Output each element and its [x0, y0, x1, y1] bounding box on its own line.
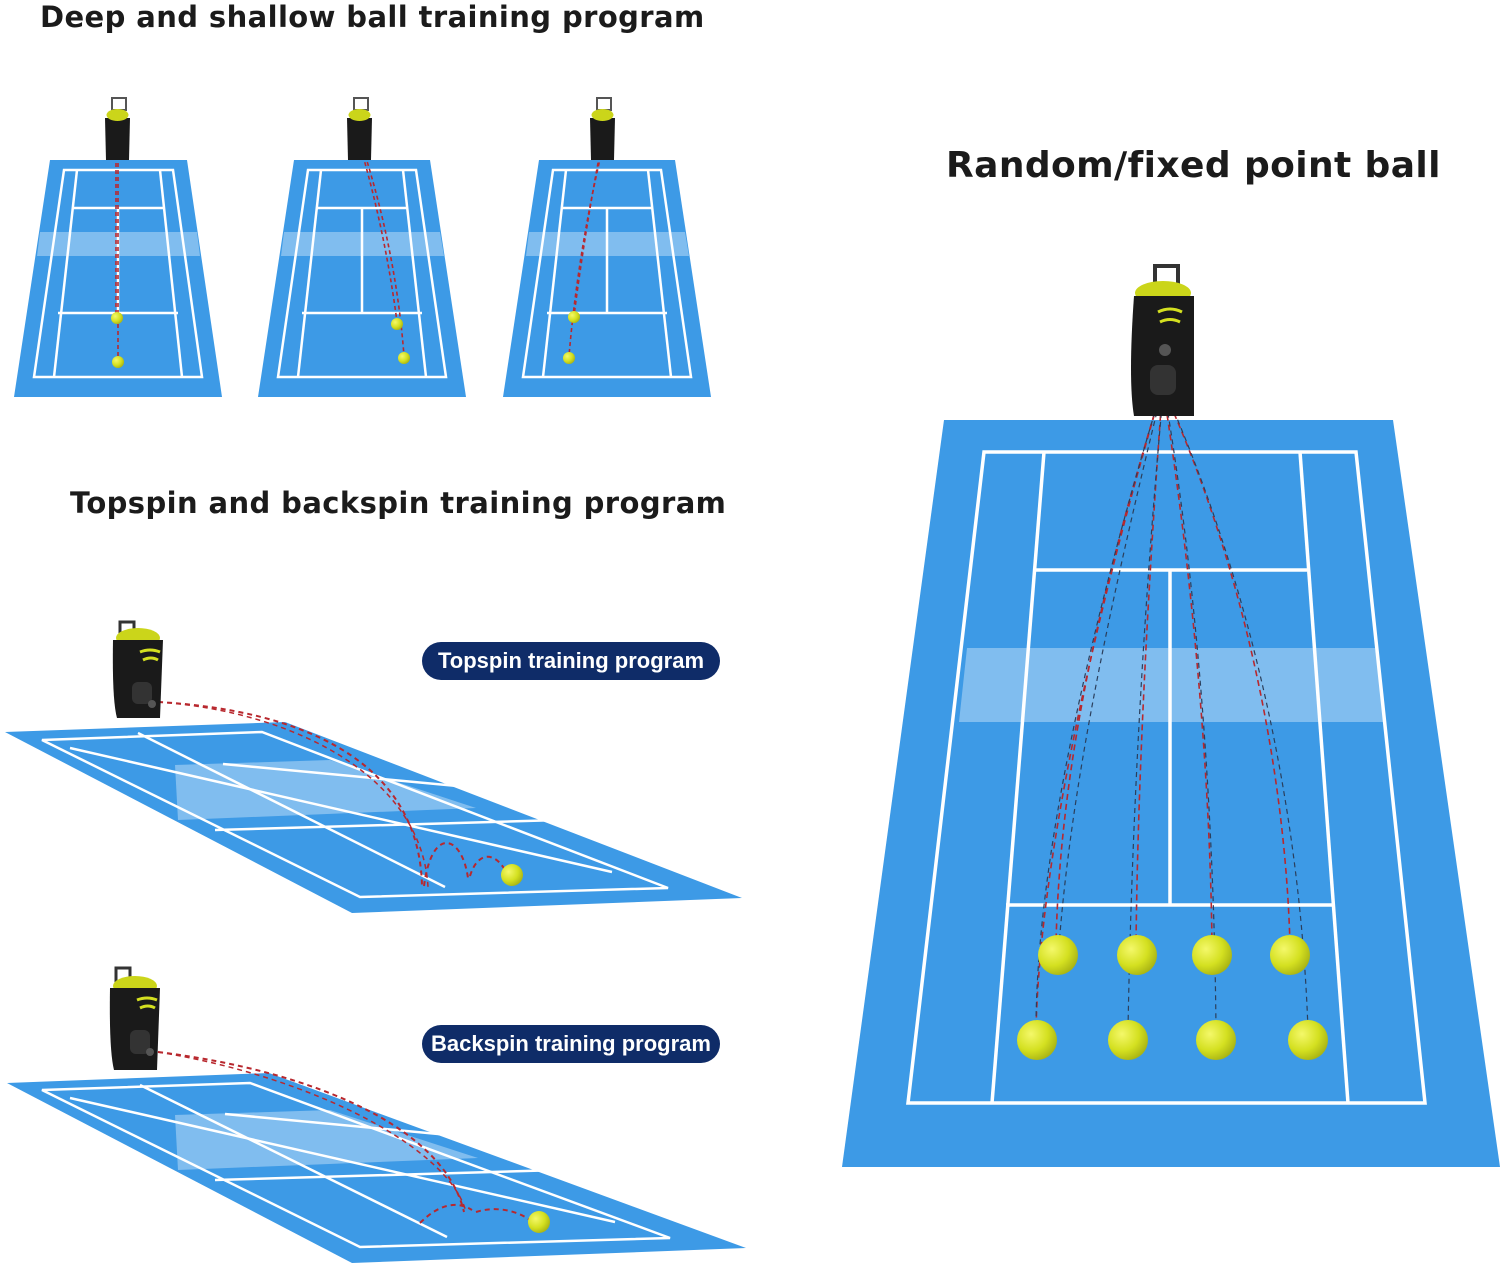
tennis-ball-icon: [398, 352, 410, 364]
tennis-ball-icon: [1196, 1020, 1236, 1060]
small-court-2: [258, 141, 466, 397]
tennis-ball-icon: [1108, 1020, 1148, 1060]
deep-shallow-title: Deep and shallow ball training program: [40, 0, 705, 34]
tennis-ball-icon: [568, 311, 580, 323]
random-court: [842, 394, 1500, 1167]
backspin-court: [7, 1051, 746, 1263]
tennis-ball-icon: [112, 356, 124, 368]
tennis-ball-icon: [1192, 935, 1232, 975]
backspin-label: Backspin training program: [422, 1025, 720, 1063]
ball-machine-icon: [109, 966, 160, 1070]
random-fixed-title: Random/fixed point ball: [946, 145, 1441, 186]
tennis-ball-icon: [1288, 1020, 1328, 1060]
small-court-1: [14, 142, 222, 397]
topspin-backspin-title: Topspin and backspin training program: [70, 486, 727, 520]
tennis-ball-icon: [1017, 1020, 1057, 1060]
ball-machine-icon: [347, 97, 372, 160]
tennis-ball-icon: [528, 1211, 550, 1233]
tennis-ball-icon: [1038, 935, 1078, 975]
tennis-ball-icon: [1270, 935, 1310, 975]
ball-machine-icon: [590, 97, 615, 160]
ball-machine-icon: [1131, 264, 1194, 416]
tennis-ball-icon: [111, 312, 123, 324]
tennis-ball-grid: [1017, 935, 1328, 1060]
tennis-ball-icon: [391, 318, 403, 330]
tennis-ball-icon: [563, 352, 575, 364]
topspin-court: [5, 701, 742, 913]
small-court-3: [503, 141, 711, 397]
tennis-ball-icon: [501, 864, 523, 886]
ball-machine-icon: [112, 620, 163, 718]
ball-machine-icon: [105, 97, 130, 160]
topspin-label: Topspin training program: [422, 642, 720, 680]
tennis-ball-icon: [1117, 935, 1157, 975]
